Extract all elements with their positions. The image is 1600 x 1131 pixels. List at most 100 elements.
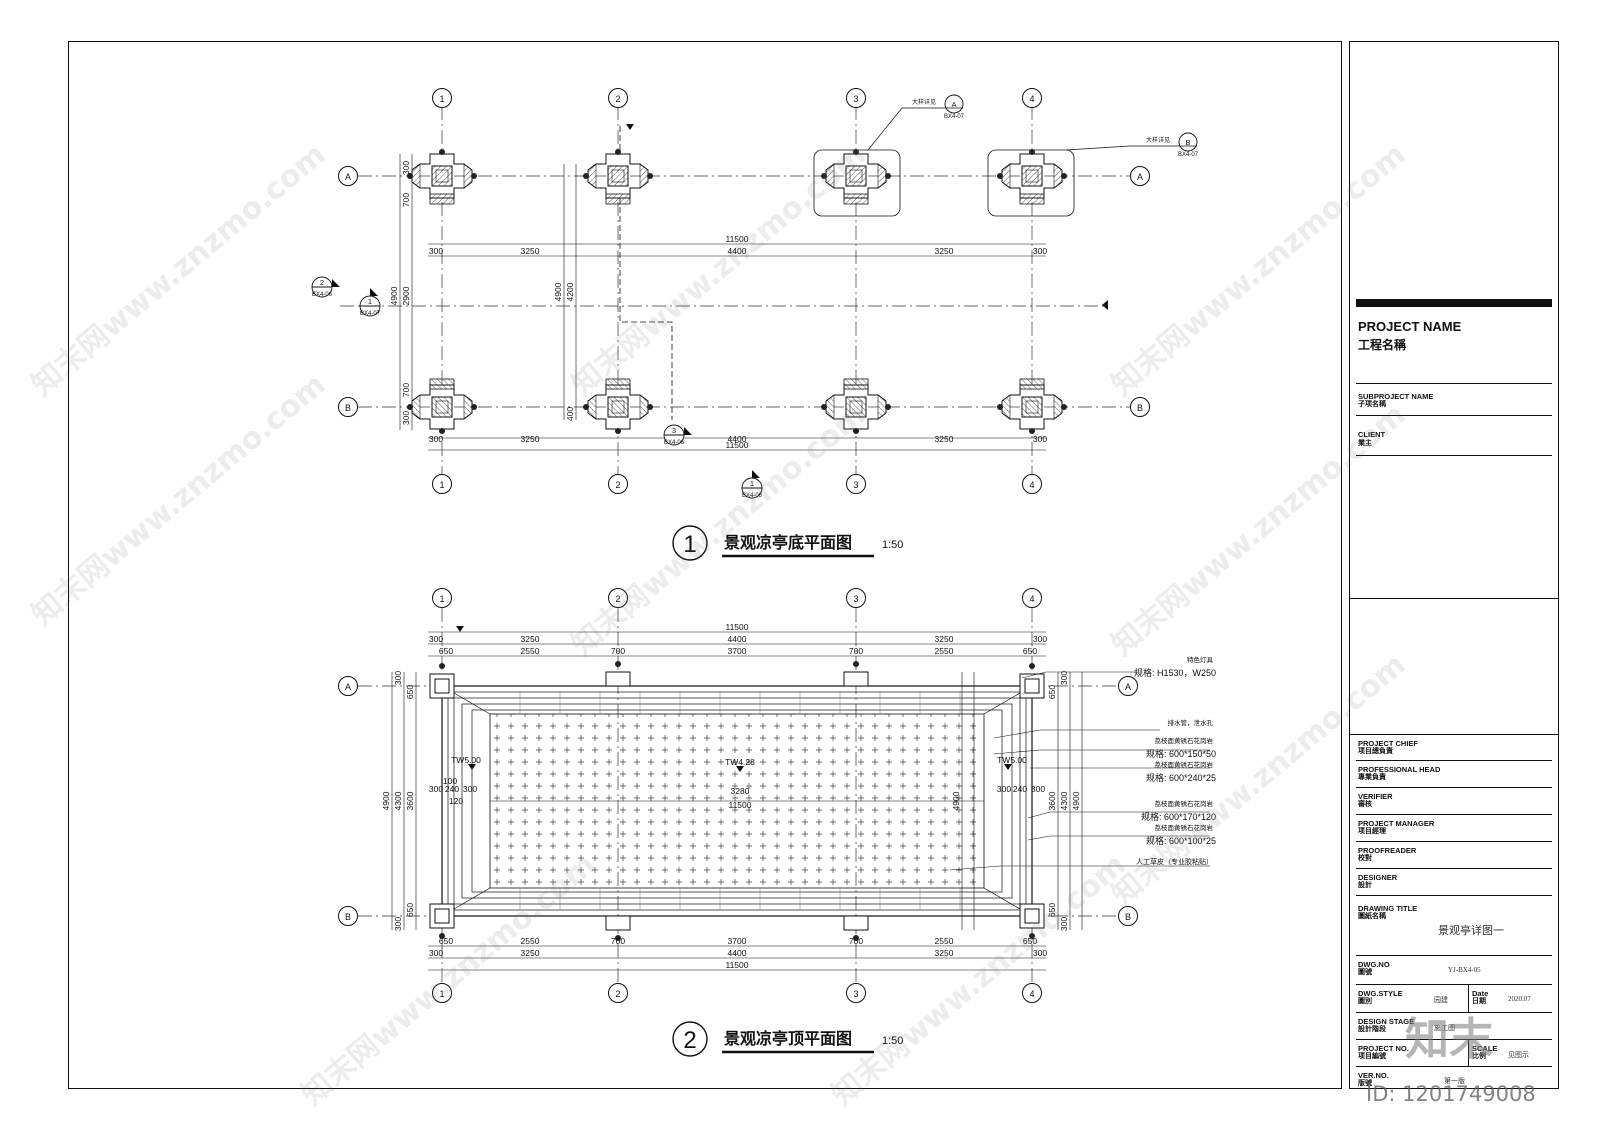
dimension: 4900 [951, 791, 961, 810]
dimension: 300 [1059, 671, 1069, 685]
axis-label: B [1137, 403, 1143, 413]
drawing-title-cn: 圖紙名稱 [1358, 913, 1386, 920]
axis-label: 2 [615, 480, 620, 490]
dimension: 700 [611, 936, 625, 946]
ver-en: VER.NO. [1358, 1071, 1389, 1080]
dimension: 700 [611, 646, 625, 656]
dimension: 4400 [728, 246, 747, 256]
axis-label: 1 [439, 594, 444, 604]
dimension: 700 [849, 646, 863, 656]
dimension: 300 [401, 161, 411, 175]
axis-label: B [345, 912, 351, 922]
dimension: 3250 [935, 246, 954, 256]
manager-en: PROJECT MANAGER [1358, 819, 1435, 828]
dwg-no-cn: 圖號 [1358, 969, 1372, 976]
detail-ref: BX4-07 [944, 114, 965, 120]
axis-label: 4 [1029, 594, 1034, 604]
axis-label: 2 [615, 594, 620, 604]
dimension: 11500 [725, 234, 748, 244]
designer-cn: 設計 [1358, 882, 1372, 889]
dimension: 11500 [728, 800, 751, 810]
section-num: 3 [672, 426, 676, 435]
project-name-cn: 工程名稱 [1358, 338, 1407, 352]
plan-bottom [338, 588, 1210, 1057]
dimension: 650 [1023, 936, 1037, 946]
axis-label: B [345, 403, 351, 413]
callout-label: 荔枝面黄锈石花岗岩 [1155, 760, 1214, 769]
plan-number: 1 [683, 531, 696, 558]
axis-label: 1 [439, 94, 444, 104]
dwg-style-en: DWG.STYLE [1358, 989, 1403, 998]
scale-cn: 比例 [1472, 1053, 1486, 1060]
title-block: PROJECT NAME 工程名稱 SUBPROJECT NAME 子项名稱 C… [1349, 41, 1559, 1089]
level-mark: TW5.00 [451, 755, 481, 765]
dwg-no-en: DWG.NO [1358, 960, 1390, 969]
callout-spec: 规格: 600*240*25 [1146, 772, 1216, 783]
axis-label: 3 [853, 594, 858, 604]
axis-label: 4 [1029, 480, 1034, 490]
dimension: 700 [401, 193, 411, 207]
dimension: 4400 [728, 434, 747, 444]
dimension: 650 [1023, 646, 1037, 656]
dimension: 700 [401, 383, 411, 397]
dimension: 11500 [725, 622, 748, 632]
dimension: 300 [463, 784, 477, 794]
dimension: 3250 [935, 948, 954, 958]
dimension: 300 [1059, 917, 1069, 931]
dimension: 3600 [405, 791, 415, 810]
axis-label: A [1125, 682, 1131, 692]
proof-en: PROOFREADER [1358, 846, 1417, 855]
axis-label: 4 [1029, 989, 1034, 999]
plan-title: 景观凉亭底平面图 [724, 533, 852, 552]
dimension: 400 [565, 407, 575, 421]
dimension: 240 [1013, 784, 1027, 794]
section-ref: BX4-06 [312, 292, 333, 298]
dimension: 4400 [728, 948, 747, 958]
project-name-en: PROJECT NAME [1358, 319, 1462, 334]
plan-title: 景观凉亭顶平面图 [724, 1029, 852, 1048]
dimension: 3280 [731, 786, 750, 796]
axis-label: 4 [1029, 94, 1034, 104]
head-cn: 專業負責 [1358, 774, 1386, 781]
callout-label: 荔枝面黄锈石花岗岩 [1155, 823, 1214, 832]
dimension: 4400 [728, 634, 747, 644]
plan-number: 2 [683, 1027, 696, 1054]
callout-label: 荔枝面黄锈石花岗岩 [1155, 736, 1214, 745]
dimension: 300 [429, 948, 443, 958]
dimension: 300 [1033, 434, 1047, 444]
date-en: Date [1472, 989, 1489, 998]
section-num: 2 [320, 278, 324, 287]
dimension: 2550 [935, 646, 954, 656]
designer-en: DESIGNER [1358, 873, 1398, 882]
proof-cn: 校對 [1358, 855, 1372, 862]
stage-value: 施工图 [1434, 1024, 1455, 1032]
axis-label: A [1137, 172, 1143, 182]
dimension: 300 [1033, 948, 1047, 958]
dimension: 300 [429, 246, 443, 256]
dwg-style-value: 园建 [1434, 996, 1448, 1004]
callout-label: 排水管，泄水孔 [1168, 718, 1214, 727]
client-en: CLIENT [1358, 430, 1386, 439]
scale-en: SCALE [1472, 1044, 1498, 1053]
section-ref: BX4-06 [742, 493, 763, 499]
dimension: 11500 [725, 440, 748, 450]
dimension: 650 [439, 646, 453, 656]
axis-label: 1 [439, 989, 444, 999]
detail-text: 大样详见 [1146, 136, 1170, 144]
ver-cn: 版號 [1358, 1080, 1372, 1087]
dimension: 300 [401, 411, 411, 425]
dimension: 4900 [389, 286, 399, 305]
dimension: 240 [445, 784, 459, 794]
dimension: 650 [439, 936, 453, 946]
drawing-frame [68, 41, 1342, 1089]
dimension: 300 [1033, 246, 1047, 256]
dimension: 3250 [521, 948, 540, 958]
chief-en: PROJECT CHIEF [1358, 739, 1419, 748]
dimension: 120 [449, 796, 463, 806]
dimension: 3700 [728, 646, 747, 656]
dimension: 4900 [553, 282, 563, 301]
dimension: 3250 [935, 434, 954, 444]
dimension: 300 [997, 784, 1011, 794]
dimension: 650 [405, 903, 415, 917]
